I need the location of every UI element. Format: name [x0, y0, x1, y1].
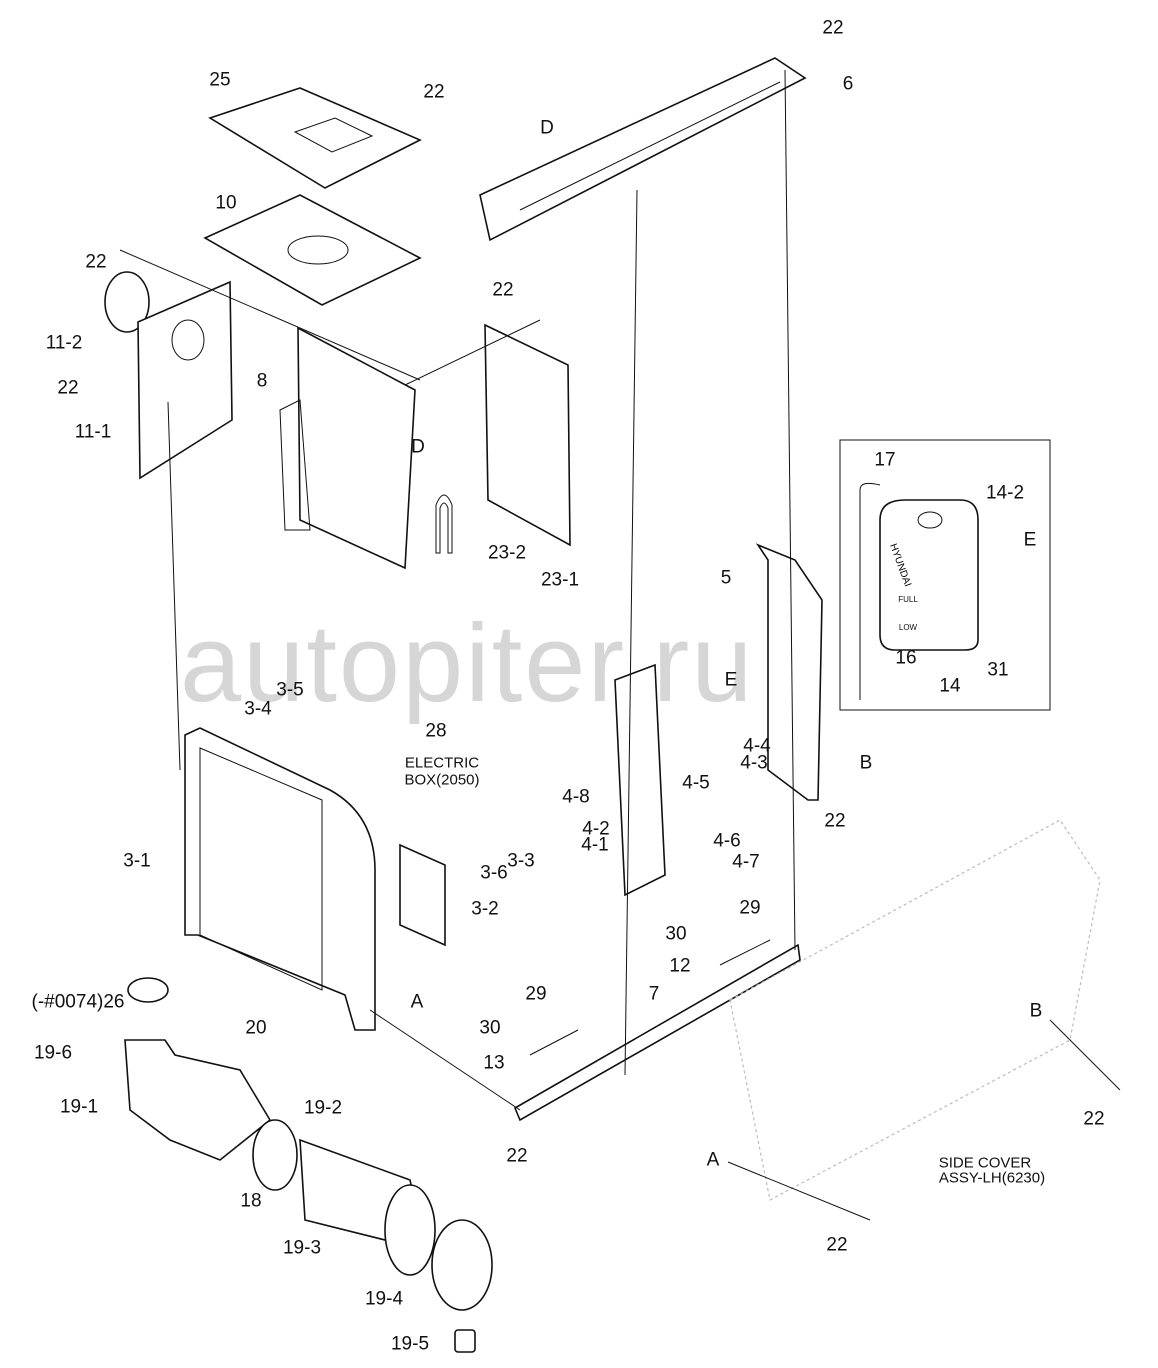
part-19-1-housing	[124, 1039, 272, 1161]
callout-E: E	[724, 669, 738, 691]
callout-E: E	[1023, 529, 1037, 551]
part-19-4-cover	[431, 1219, 493, 1311]
part-5-bracket	[755, 543, 823, 801]
callout-4-4: 4-4	[743, 735, 771, 757]
callout-3-6: 3-6	[480, 862, 508, 884]
callout-29: 29	[739, 897, 761, 919]
part-3-1-frame	[184, 727, 376, 1031]
callout-22: 22	[826, 1234, 848, 1256]
callout-A: A	[706, 1149, 720, 1171]
callout-4-3: 4-3	[740, 752, 768, 774]
callout-8: 8	[256, 370, 268, 392]
callout-4-7: 4-7	[732, 851, 760, 873]
callout-11-2: 11-2	[45, 332, 83, 354]
part-6-channel	[479, 57, 807, 242]
callout-19-4: 19-4	[364, 1288, 404, 1310]
callout-11-1: 11-1	[74, 421, 112, 443]
part-11-1-panel	[137, 280, 233, 480]
callout-23-1: 23-1	[540, 569, 580, 591]
part-8-panel	[297, 326, 416, 570]
part-11-2-ring	[104, 271, 150, 333]
callout-3-4: 3-4	[244, 698, 272, 720]
callout-19-6: 19-6	[33, 1042, 73, 1064]
tank-low-label: LOW	[898, 623, 918, 632]
callout-22: 22	[506, 1145, 528, 1167]
part-23-1-panel	[484, 323, 571, 547]
side-cover-label: ASSY-LH(6230)	[938, 1169, 1046, 1187]
callout-29: 29	[525, 983, 547, 1005]
callout-30: 30	[665, 923, 687, 945]
part-10-plate	[203, 194, 422, 306]
callout-16: 16	[895, 647, 917, 669]
callout-13: 13	[483, 1052, 505, 1074]
callout-6: 6	[842, 73, 854, 95]
side-cover-label: SIDE COVER	[938, 1154, 1032, 1172]
callout-12: 12	[669, 955, 691, 977]
callout-B: B	[859, 752, 873, 774]
callout-4-8: 4-8	[562, 786, 590, 808]
callout-26: (-#0074)26	[31, 991, 125, 1013]
part-19-5-valve	[454, 1329, 476, 1353]
callout-22: 22	[822, 17, 844, 39]
callout-3-5: 3-5	[276, 679, 304, 701]
callout-A: A	[410, 991, 424, 1013]
callout-18: 18	[240, 1190, 262, 1212]
callout-4-6: 4-6	[713, 830, 741, 852]
callout-20: 20	[245, 1017, 267, 1039]
callout-4-2: 4-2	[582, 818, 610, 840]
callout-22: 22	[57, 377, 79, 399]
part-25-plate	[208, 87, 422, 189]
callout-25: 25	[209, 69, 231, 91]
electric-box-label: ELECTRIC	[404, 754, 480, 772]
callout-3-1: 3-1	[123, 850, 151, 872]
callout-19-3: 19-3	[282, 1237, 322, 1259]
callout-10: 10	[215, 192, 237, 214]
callout-5: 5	[720, 567, 732, 589]
callout-22: 22	[423, 81, 445, 103]
callout-28: 28	[425, 720, 447, 742]
callout-D: D	[411, 436, 425, 458]
part-4-1-bracket	[614, 663, 666, 897]
callout-17: 17	[874, 449, 896, 471]
part-19-2-filter	[252, 1119, 298, 1191]
tank-full-label: FULL	[898, 595, 918, 604]
callout-22: 22	[1083, 1108, 1105, 1130]
callout-23-2: 23-2	[487, 542, 527, 564]
side-cover-outline	[729, 819, 1101, 1201]
callout-B: B	[1029, 1000, 1043, 1022]
callout-22: 22	[824, 810, 846, 832]
callout-4-5: 4-5	[682, 772, 710, 794]
electric-box-label: BOX(2050)	[404, 771, 480, 789]
part-3-2-plate	[399, 843, 446, 947]
part-14-tank	[879, 499, 979, 651]
callout-14-2: 14-2	[985, 482, 1025, 504]
callout-3-3: 3-3	[507, 850, 535, 872]
callout-22: 22	[492, 279, 514, 301]
callout-19-2: 19-2	[303, 1097, 343, 1119]
callout-7: 7	[648, 983, 660, 1005]
part-7-rail	[513, 943, 801, 1122]
callout-19-1: 19-1	[59, 1096, 99, 1118]
callout-3-2: 3-2	[471, 898, 499, 920]
callout-4-1: 4-1	[581, 834, 609, 856]
tank-box	[839, 439, 1051, 711]
callout-31: 31	[987, 659, 1009, 681]
callout-22: 22	[85, 251, 107, 273]
part-26-cap	[127, 977, 169, 1003]
callout-D: D	[540, 117, 554, 139]
callout-19-5: 19-5	[390, 1333, 430, 1355]
callout-14: 14	[939, 675, 961, 697]
callout-30: 30	[479, 1017, 501, 1039]
